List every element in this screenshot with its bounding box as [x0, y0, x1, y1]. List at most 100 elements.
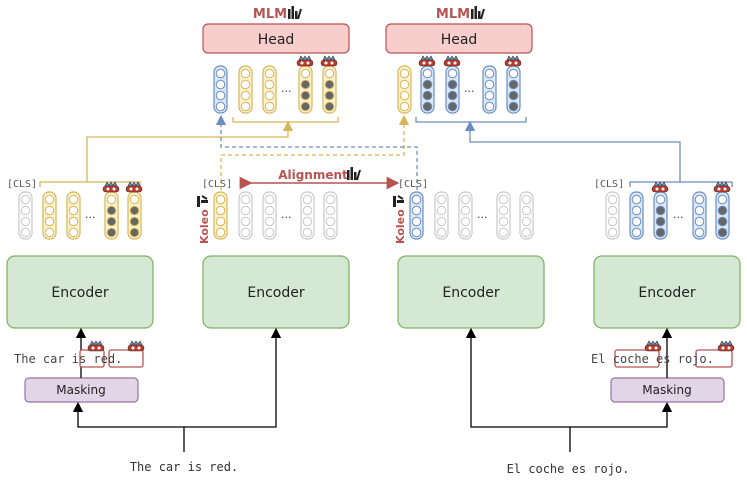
encoder-1: Encoder [6, 255, 154, 329]
enc1-vector-cls [18, 191, 33, 240]
head-label-left: Head [258, 32, 295, 48]
vector-ellipsis: ... [673, 208, 684, 221]
alignment-logo-icon [347, 167, 361, 181]
enc1-vector-masked [104, 191, 119, 240]
masked-sentence-es: El coche es rojo. [591, 349, 733, 368]
mask-icon [713, 181, 731, 193]
input-sentence-es: El coche es rojo. [507, 462, 630, 476]
mlm-logo-icon [471, 6, 485, 20]
mlm-label-right: MLM [436, 7, 470, 22]
route-enc2-cls-dashed [220, 114, 410, 190]
vector-ellipsis: ... [464, 82, 475, 95]
head-right-vector [482, 65, 497, 114]
alignment-label: Alignment [278, 168, 348, 182]
masked-sentence-en: The car is red. [14, 349, 144, 368]
mask-icon [504, 55, 522, 67]
encoder-label-2: Encoder [247, 285, 304, 301]
enc4-vector-cls [605, 191, 620, 240]
encoder-4: Encoder [593, 255, 741, 329]
koleo-label-left: Koleo [198, 209, 211, 244]
koleo-logo-icon [197, 195, 208, 207]
enc1-vector [42, 191, 57, 240]
masking-box-right: Masking [610, 377, 725, 403]
vector-ellipsis: ... [85, 208, 96, 221]
head-right-vector-cls [397, 65, 412, 114]
mask-icon [717, 340, 735, 352]
encoder-label-3: Encoder [442, 285, 499, 301]
enc1-vector-masked [127, 191, 142, 240]
mask-icon [127, 340, 145, 352]
head-box-left [202, 23, 350, 54]
mask-icons [87, 55, 735, 352]
bracket-head-right [415, 117, 527, 123]
enc3-vector [434, 191, 449, 240]
enc3-vector-cls [409, 191, 424, 240]
mask-icon [102, 181, 120, 193]
head-right-vector-masked [420, 65, 435, 114]
enc2-vector [262, 191, 277, 240]
koleo-left: Koleo [197, 195, 211, 244]
head-left-vector-masked [298, 65, 313, 114]
mask-icon [644, 340, 662, 352]
enc2-vector [238, 191, 253, 240]
masked-en-pre: The car [14, 352, 72, 366]
encoder-3: Encoder [397, 255, 545, 329]
masked-es-post: . [707, 352, 714, 366]
mask-icon [651, 181, 669, 193]
masking-label-left: Masking [56, 383, 105, 397]
head-label-right: Head [441, 32, 478, 48]
mask-icon [443, 55, 461, 67]
encoder-label-4: Encoder [638, 285, 695, 301]
enc3-vector [458, 191, 473, 240]
cls-label-4: [CLS] [594, 179, 624, 190]
enc4-vector-masked [715, 191, 730, 240]
token-vectors: .................. [18, 65, 730, 240]
mlm-head-right: MLM Head [385, 6, 533, 54]
encoder-2: Encoder [202, 255, 350, 329]
masked-es-mid: es [649, 352, 678, 366]
input-branch-right [465, 327, 571, 452]
head-right-vector-masked [506, 65, 521, 114]
enc4-vector [692, 191, 707, 240]
head-right-vector-masked [445, 65, 460, 114]
enc2-vector [300, 191, 315, 240]
input-branch-right-mask [570, 401, 673, 428]
cls-label-3: [CLS] [398, 179, 428, 190]
head-left-vector-masked [322, 65, 337, 114]
enc4-vector [629, 191, 644, 240]
input-branch-left [72, 401, 185, 452]
bracket-enc4 [629, 181, 733, 187]
koleo-logo-icon [393, 195, 404, 207]
masked-en-token-2: red [93, 352, 115, 366]
enc1-vector [66, 191, 81, 240]
enc2-vector [323, 191, 338, 240]
mlm-logo-icon [288, 6, 302, 20]
route-enc1-to-head [86, 120, 294, 182]
route-enc4-to-head [464, 120, 681, 182]
mask-icon [87, 340, 105, 352]
koleo-right: Koleo [393, 195, 407, 244]
cls-label-1: [CLS] [7, 179, 37, 190]
svg-text:El coche es rojo.: El coche es rojo. [591, 352, 714, 366]
masking-box-left: Masking [24, 377, 139, 403]
vector-ellipsis: ... [477, 208, 488, 221]
cls-label-2: [CLS] [202, 179, 232, 190]
bracket-head-left [232, 117, 339, 123]
masked-es-token-1: coche [613, 352, 649, 366]
masked-en-post: . [115, 352, 122, 366]
input-sentence-en: The car is red. [130, 460, 238, 474]
encoder-label-1: Encoder [51, 285, 108, 301]
bracket-enc1 [39, 181, 141, 187]
input-branch-left-enc2 [184, 327, 282, 428]
enc2-vector-cls [213, 191, 228, 240]
svg-text:The car is red.: The car is red. [14, 352, 122, 366]
vector-ellipsis: ... [281, 82, 292, 95]
mask-icon [125, 181, 143, 193]
mask-icon [320, 55, 338, 67]
koleo-label-right: Koleo [394, 209, 407, 244]
mask-icon [296, 55, 314, 67]
enc4-vector-masked [653, 191, 668, 240]
head-left-vector-cls [213, 65, 228, 114]
enc3-vector [496, 191, 511, 240]
